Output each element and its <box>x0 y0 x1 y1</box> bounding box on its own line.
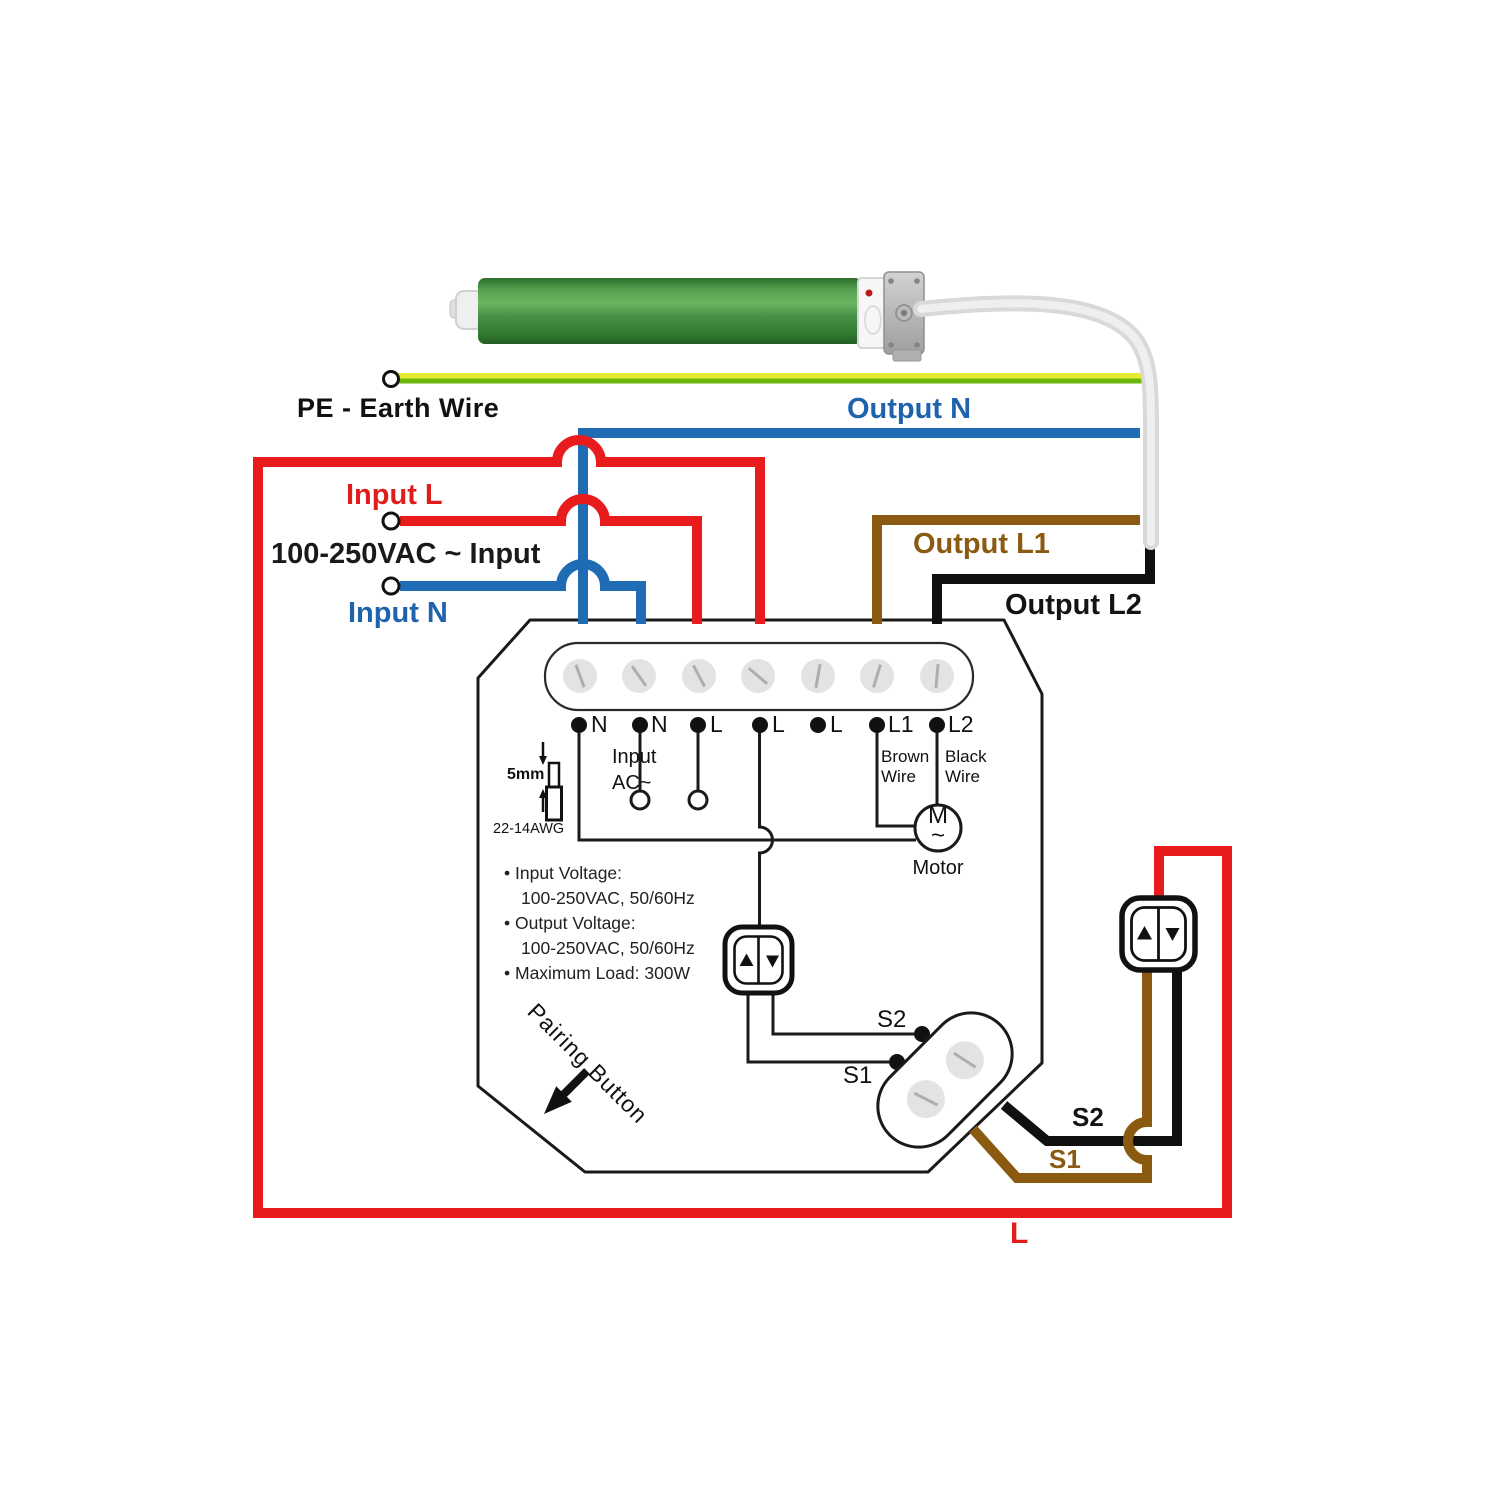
input-n-label: Input N <box>348 597 448 629</box>
terminal-dot-l3 <box>810 717 826 733</box>
wire-l-loop <box>253 435 1232 1218</box>
terminal-label-l1: L <box>710 711 723 737</box>
l-label: L <box>1010 1217 1029 1250</box>
wire-gauge-label: 22-14AWG <box>493 821 565 837</box>
s2-dot <box>914 1026 930 1042</box>
input-n-terminal-circle <box>381 576 401 596</box>
terminal-dots <box>571 717 945 733</box>
wire-input-l <box>400 494 702 624</box>
output-l2-label: Output L2 <box>1005 589 1142 621</box>
terminal-label-l2: L <box>772 711 785 737</box>
spec-maximum-load: • Maximum Load: 300W <box>504 963 691 983</box>
terminal-dot-n1 <box>571 717 587 733</box>
brown-wire-label: Brown Wire <box>881 747 930 787</box>
motor-symbol: M ~ <box>928 802 948 850</box>
terminal-screws <box>563 659 954 693</box>
terminal-dot-l1 <box>690 717 706 733</box>
internal-s1-line <box>746 994 889 1064</box>
terminal-label-n1: N <box>591 711 608 737</box>
internal-s2-line <box>771 994 914 1036</box>
s2-external-label: S2 <box>1072 1102 1104 1132</box>
wall-switch-external <box>1119 895 1198 973</box>
wire-strip-gauge-icon <box>539 742 563 822</box>
strip-length-label: 5mm <box>507 766 545 783</box>
terminal-dot-out-l1 <box>869 717 885 733</box>
output-n-label: Output N <box>847 393 972 425</box>
terminal-label-l3: L <box>830 711 843 737</box>
spec-output-voltage-value: 100-250VAC, 50/60Hz <box>521 938 695 958</box>
wire-s2 <box>1000 968 1182 1146</box>
input-l-terminal-circle <box>381 511 401 531</box>
vac-input-label: 100-250VAC ~ Input <box>271 538 541 570</box>
screw-pill <box>876 1011 1014 1149</box>
output-l1-label: Output L1 <box>913 528 1050 560</box>
terminal-strip <box>543 641 975 733</box>
motor-cable <box>913 295 1159 550</box>
down-arrow-icon <box>1165 928 1180 941</box>
input-l-label: Input L <box>346 479 443 511</box>
wire-output-l1 <box>872 515 1140 624</box>
spec-input-voltage-value: 100-250VAC, 50/60Hz <box>521 888 695 908</box>
black-wire-label: Black Wire <box>945 747 987 787</box>
input-ac-label: Input AC~ <box>612 746 657 794</box>
terminal-dot-n2 <box>632 717 648 733</box>
s1-external-label: S1 <box>1049 1144 1081 1174</box>
up-arrow-icon <box>1137 926 1152 940</box>
wire-input-n <box>400 559 646 624</box>
ac-terminal-circle <box>687 789 709 811</box>
motor-label: Motor <box>912 857 964 879</box>
pairing-arrow-icon <box>544 1068 590 1114</box>
motor-circle <box>913 803 963 853</box>
motor-head <box>857 271 925 362</box>
rocker-switch-internal <box>722 924 795 996</box>
pe-earth-wire <box>382 370 1148 388</box>
module-internal-wiring <box>577 732 963 1070</box>
internal-n-line <box>577 732 916 842</box>
terminal-dot-l2 <box>752 717 768 733</box>
roller-motor-image <box>449 271 1159 550</box>
pe-terminal-circle <box>382 370 400 388</box>
s1-internal-label: S1 <box>843 1062 873 1089</box>
terminal-dot-out-l2 <box>929 717 945 733</box>
terminal-label-out-l2: L2 <box>948 711 974 737</box>
up-arrow-icon <box>739 953 754 966</box>
down-arrow-icon <box>766 955 779 968</box>
terminal-label-n2: N <box>651 711 668 737</box>
wire-output-l2 <box>932 545 1155 624</box>
internal-l1-line <box>875 732 915 828</box>
internal-l-line <box>758 732 774 927</box>
ac-terminal-circle <box>629 789 651 811</box>
wire-s1 <box>969 968 1152 1183</box>
spec-input-voltage: • Input Voltage: <box>504 863 623 883</box>
s2-internal-label: S2 <box>877 1006 907 1033</box>
spec-output-voltage: • Output Voltage: <box>504 913 636 933</box>
pe-earth-wire-label: PE - Earth Wire <box>297 393 500 423</box>
terminal-label-out-l1: L1 <box>888 711 914 737</box>
